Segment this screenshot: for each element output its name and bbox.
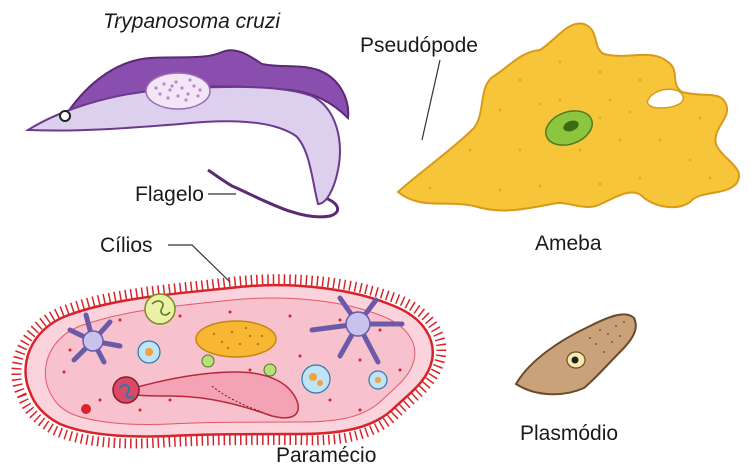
cilios-label: Cílios	[100, 234, 153, 257]
trypanosoma-title: Trypanosoma cruzi	[103, 10, 281, 33]
paramecio-label: Paramécio	[276, 444, 376, 467]
food-vacuole-4	[264, 364, 276, 376]
flagelo-label: Flagelo	[135, 183, 204, 206]
plasmodio-nucleolus	[572, 357, 579, 364]
ameba-label: Ameba	[535, 232, 602, 255]
contractile-vacuole-right-center	[346, 312, 370, 336]
paramecio-illustration	[16, 279, 441, 443]
kinetoplast	[60, 111, 70, 121]
plasmodio-label: Plasmódio	[520, 422, 618, 445]
food-vacuole-5-content-b	[317, 380, 323, 386]
contractile-vacuole-left-center	[83, 331, 103, 351]
food-vacuole-1	[145, 294, 175, 324]
cilios-leader-line	[168, 245, 230, 282]
macronucleus	[196, 321, 276, 357]
plasmodio-illustration	[516, 314, 636, 394]
pseudopode-label: Pseudópode	[360, 34, 478, 57]
forming-food-vacuole	[113, 377, 139, 403]
food-vacuole-5-content-a	[309, 373, 317, 381]
pseudopode-leader-line	[422, 60, 440, 140]
food-vacuole-6-content	[375, 377, 381, 383]
food-vacuole-2-content	[145, 348, 153, 356]
anal-pore	[81, 404, 91, 414]
food-vacuole-3	[202, 355, 214, 367]
